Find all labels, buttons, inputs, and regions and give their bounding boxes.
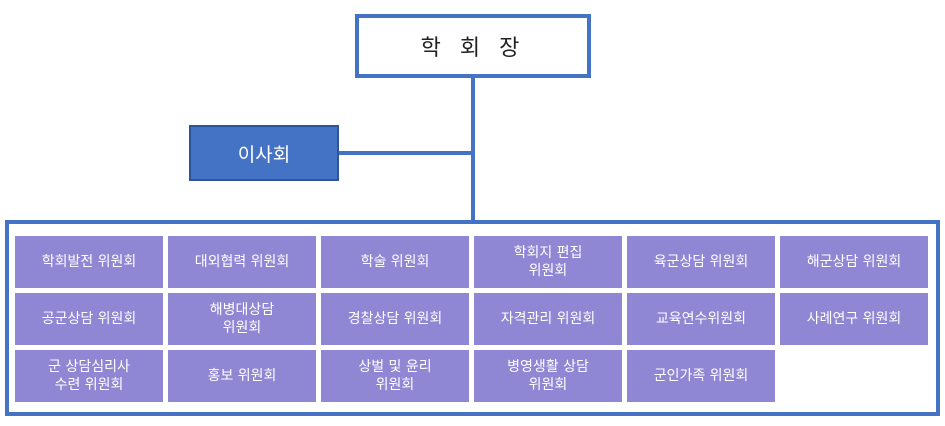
board-box: 이사회 [189, 125, 339, 181]
committee-box: 학회발전 위원회 [15, 236, 163, 288]
connector-vertical [471, 78, 475, 220]
committee-box: 경찰상담 위원회 [321, 293, 469, 345]
committee-box: 사례연구 위원회 [780, 293, 928, 345]
committee-box: 육군상담 위원회 [627, 236, 775, 288]
committee-box: 학술 위원회 [321, 236, 469, 288]
committee-box: 해병대상담 위원회 [168, 293, 316, 345]
committee-box: 군 상담심리사 수련 위원회 [15, 350, 163, 402]
committee-box: 교육연수위원회 [627, 293, 775, 345]
committee-box: 군인가족 위원회 [627, 350, 775, 402]
board-label: 이사회 [237, 143, 291, 166]
committee-box: 상벌 및 윤리 위원회 [321, 350, 469, 402]
connector-board [339, 151, 473, 155]
committee-box: 병영생활 상담 위원회 [474, 350, 622, 402]
committee-box: 학회지 편집 위원회 [474, 236, 622, 288]
committee-box: 홍보 위원회 [168, 350, 316, 402]
committee-box: 대외협력 위원회 [168, 236, 316, 288]
committee-box: 자격관리 위원회 [474, 293, 622, 345]
president-box: 학 회 장 [355, 14, 591, 78]
president-label: 학 회 장 [420, 36, 526, 61]
committee-box: 해군상담 위원회 [780, 236, 928, 288]
committee-box: 공군상담 위원회 [15, 293, 163, 345]
